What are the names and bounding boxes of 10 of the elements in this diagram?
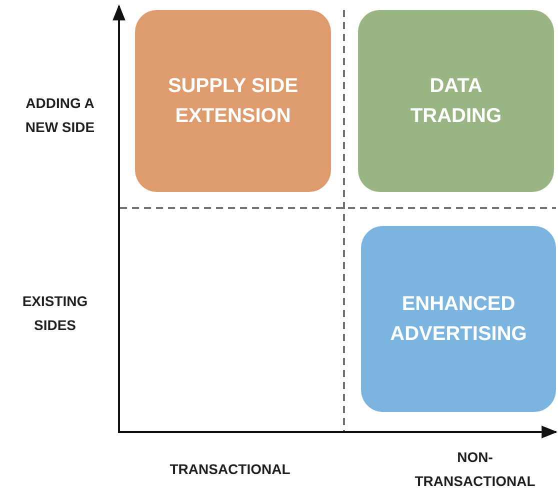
axis-label: EXISTING SIDES [21, 292, 89, 335]
card-title: ENHANCED ADVERTISING [389, 292, 528, 347]
card-title: DATA TRADING [409, 74, 503, 129]
quadrant-card [358, 10, 554, 192]
card-title: SUPPLY SIDE EXTENSION [166, 74, 300, 129]
axis-label: TRANSACTIONAL [168, 460, 292, 479]
axis-label: NON- TRANSACTIONAL [414, 448, 536, 491]
quadrant-card [135, 10, 331, 192]
axis-label: ADDING A NEW SIDE [24, 94, 96, 137]
quadrant-card [361, 226, 556, 412]
